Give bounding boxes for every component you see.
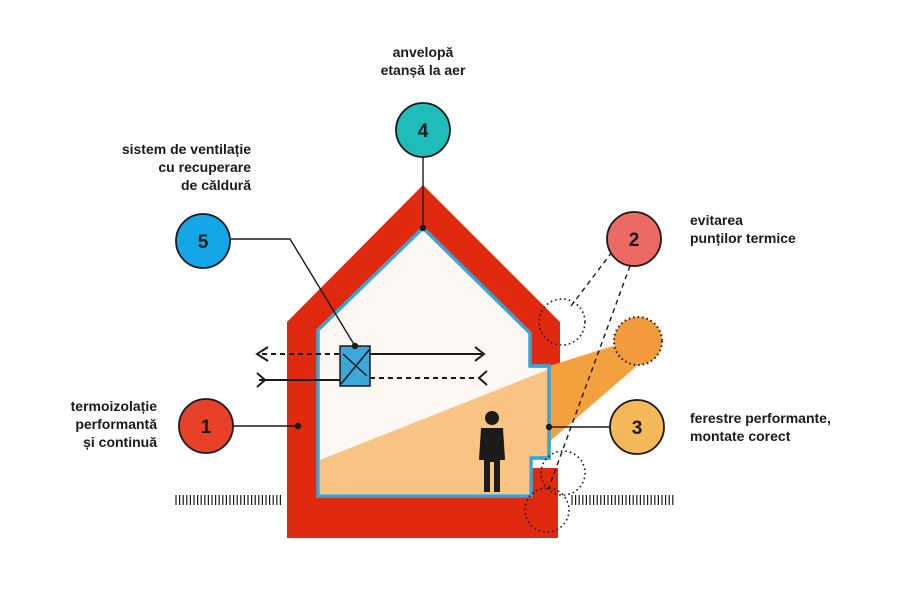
label-airtight: anvelopă etanșă la aer (363, 43, 483, 79)
label-ventilation: sistem de ventilație cu recuperare de că… (122, 140, 251, 194)
label-ventilation-line-2: cu recuperare (158, 159, 251, 175)
marker-2-number: 2 (629, 230, 640, 251)
heat-recovery-unit-icon (339, 345, 371, 387)
marker-1-number: 1 (201, 417, 212, 438)
label-insulation-line-1: termoizolație (70, 398, 157, 414)
ventilation-airflow (255, 346, 488, 388)
marker-1-circle (178, 398, 234, 454)
leader-2a (570, 251, 613, 307)
label-insulation: termoizolație performantă și continuă (71, 397, 157, 451)
marker-3-number: 3 (632, 418, 643, 439)
marker-5-number: 5 (198, 232, 209, 253)
marker-4: 4 (395, 102, 451, 158)
sun-icon (613, 316, 663, 366)
sun-beam (549, 346, 638, 442)
label-windows-line-2: montate corect (690, 428, 791, 444)
thermal-bridge-marker-window (540, 450, 586, 496)
ground-hatching (175, 495, 674, 505)
leader-lines (230, 157, 631, 491)
marker-1: 1 (178, 398, 234, 454)
marker-2: 2 (606, 211, 662, 267)
window-frame (530, 364, 551, 460)
label-airtight-line-1: anvelopă (392, 44, 454, 60)
label-thermal-bridges-line-1: evitarea (690, 212, 743, 228)
marker-4-circle (395, 102, 451, 158)
person-silhouette-icon (479, 411, 505, 492)
marker-2-circle (606, 211, 662, 267)
interior-sunlight (320, 370, 547, 494)
marker-3-circle (609, 399, 665, 455)
label-ventilation-line-3: de căldură (180, 177, 251, 193)
label-windows: ferestre performante, montate corect (690, 409, 831, 445)
marker-3: 3 (609, 399, 665, 455)
thermal-bridge-marker-roof (538, 298, 586, 346)
thermal-bridge-marker-foundation (524, 487, 570, 533)
label-airtight-line-2: etanșă la aer (380, 62, 466, 78)
label-insulation-line-2: performantă (75, 416, 157, 432)
label-windows-line-1: ferestre performante, (690, 410, 831, 426)
leader-2b (547, 265, 631, 491)
marker-4-number: 4 (418, 121, 429, 142)
label-thermal-bridges-line-2: punților termice (690, 230, 796, 246)
marker-5-circle (175, 213, 231, 269)
label-insulation-line-3: și continuă (83, 434, 157, 450)
leader-5 (230, 238, 356, 347)
marker-5: 5 (175, 213, 231, 269)
label-thermal-bridges: evitarea punților termice (690, 211, 796, 247)
label-ventilation-line-1: sistem de ventilație (121, 141, 251, 157)
